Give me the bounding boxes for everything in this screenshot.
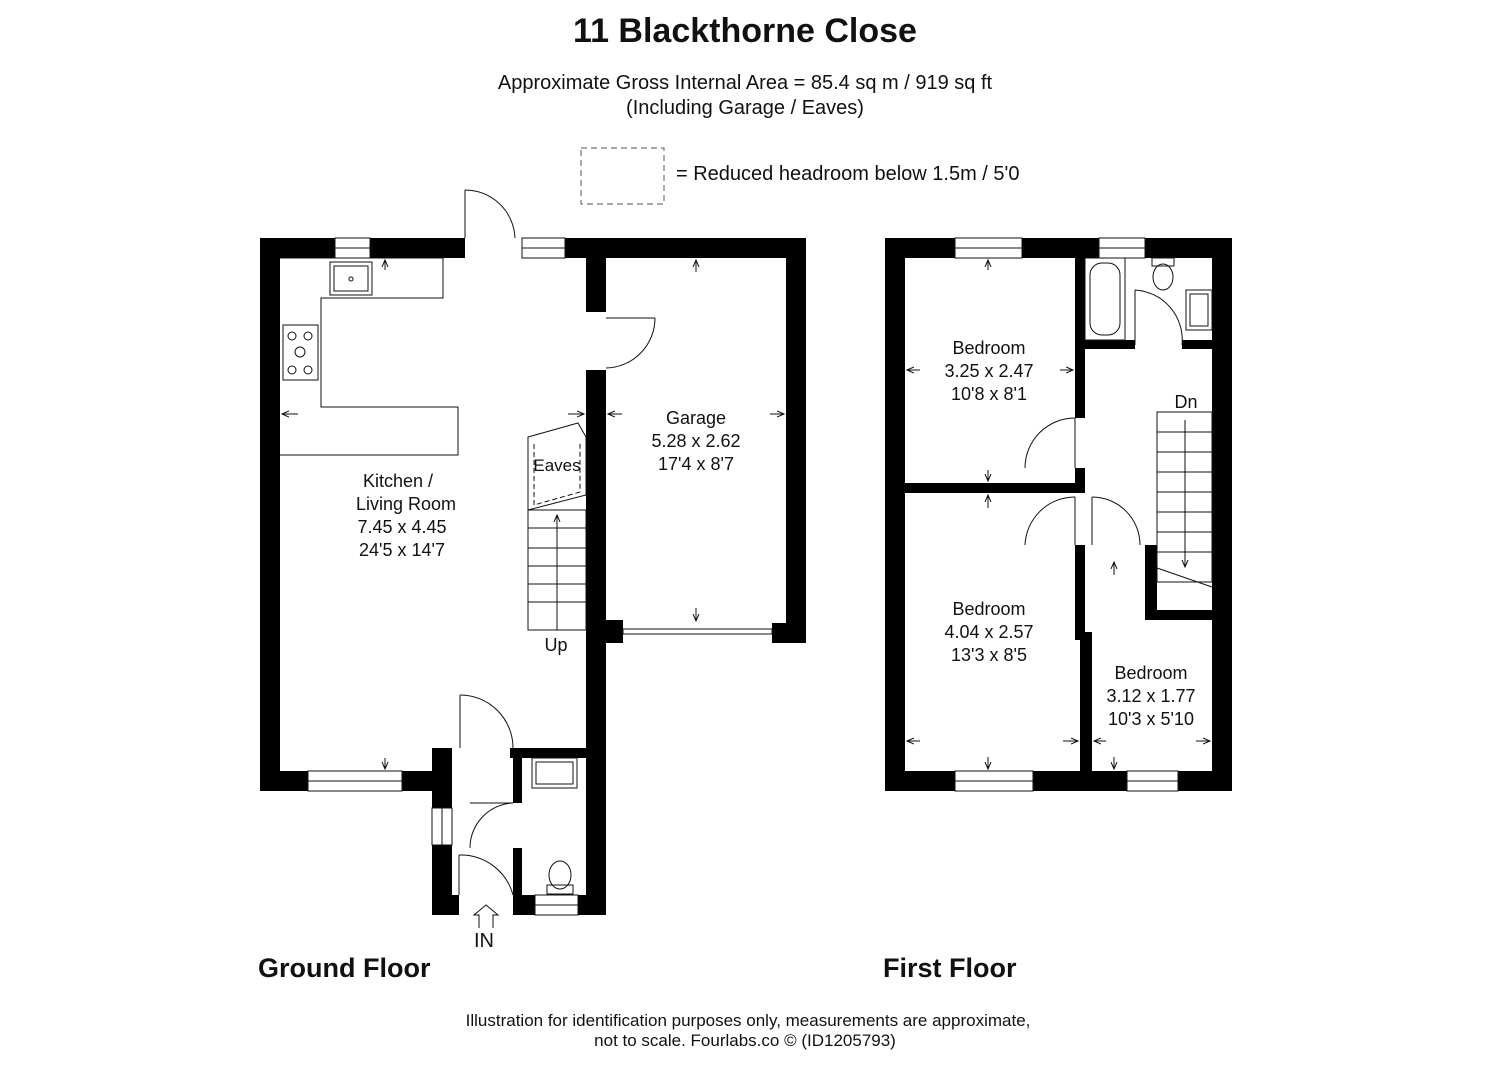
gross-area-text: Approximate Gross Internal Area = 85.4 s… [497,72,993,94]
bedroom3-metric: 3.12 x 1.77 [1106,686,1195,706]
first-floor-dimension-arrows [907,260,1210,769]
bedroom2-metric: 4.04 x 2.57 [944,622,1033,642]
first-floor-doors [1024,289,1183,546]
garage-imperial: 17'4 x 8'7 [658,454,734,474]
bedroom1-name: Bedroom [952,338,1025,358]
kitchen-name-line1: Kitchen / [363,471,433,491]
bedroom2-imperial: 13'3 x 8'5 [951,645,1027,665]
kitchen-metric: 7.45 x 4.45 [357,517,446,537]
ground-floor-windows [307,237,579,916]
legend-swatch-dashed [580,147,665,205]
bedroom1-metric: 3.25 x 2.47 [944,361,1033,381]
area-note-text: (Including Garage / Eaves) [626,97,864,119]
first-floor-windows [954,237,1179,792]
ground-floor-plan [260,238,806,915]
stairs-down-label: Dn [1174,392,1197,412]
garage-metric: 5.28 x 2.62 [651,431,740,451]
stairs-up-label: Up [544,635,567,655]
entrance-label: IN [474,930,494,952]
ground-floor-label: Ground Floor [258,953,431,983]
bedroom1-imperial: 10'8 x 8'1 [951,384,1027,404]
bedroom3-imperial: 10'3 x 5'10 [1108,709,1194,729]
disclaimer-line1: Illustration for identification purposes… [465,1011,1031,1030]
eaves-label: Eaves [533,456,580,475]
bedroom3-name: Bedroom [1114,663,1187,683]
kitchen-imperial: 24'5 x 14'7 [359,540,445,560]
plan-title: 11 Blackthorne Close [573,12,917,50]
ground-floor-doors [458,189,773,896]
first-floor-fixtures [1084,257,1213,588]
bedroom2-name: Bedroom [952,599,1025,619]
first-floor-label: First Floor [883,953,1017,983]
ground-floor-dimension-arrows [282,260,784,769]
legend-text: = Reduced headroom below 1.5m / 5'0 [676,163,1020,185]
ground-floor-fixtures [280,257,587,928]
garage-name: Garage [666,408,726,428]
first-floor-plan [885,238,1232,791]
kitchen-name-line2: Living Room [356,494,456,514]
disclaimer-line2: not to scale. Fourlabs.co © (ID1205793) [594,1031,896,1050]
